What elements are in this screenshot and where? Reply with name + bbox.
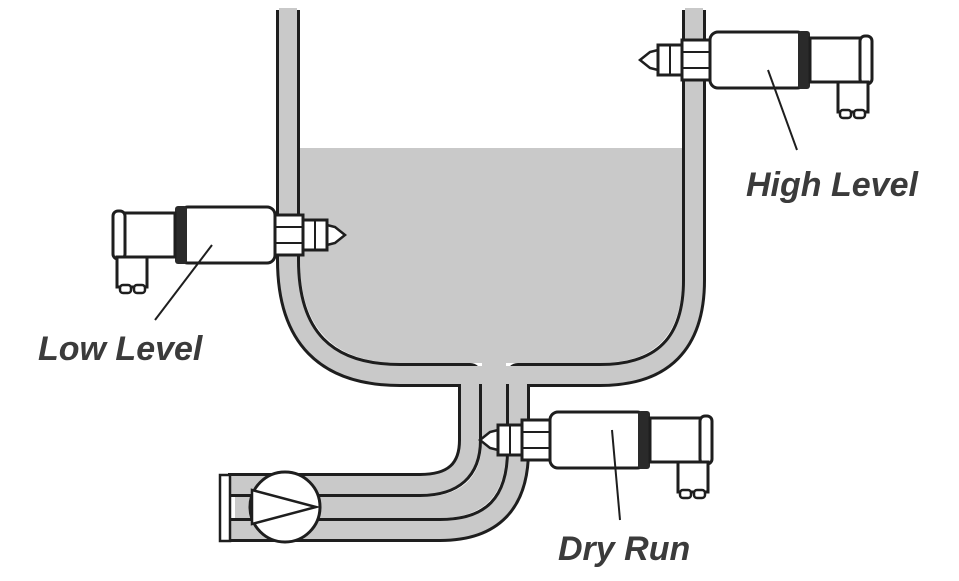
- high-level-sensor: [638, 29, 874, 120]
- pipe-end-flange: [218, 473, 232, 543]
- dry-run-leader: [611, 429, 621, 521]
- high-level-leader: [767, 69, 798, 151]
- low-level-label: Low Level: [38, 330, 204, 368]
- liquid: [235, 148, 682, 518]
- high-level-label: High Level: [746, 166, 919, 204]
- pump-icon: [248, 470, 322, 544]
- tank-wall: [226, 8, 706, 542]
- dry-run-label: Dry Run: [558, 530, 690, 568]
- low-level-leader: [154, 244, 213, 321]
